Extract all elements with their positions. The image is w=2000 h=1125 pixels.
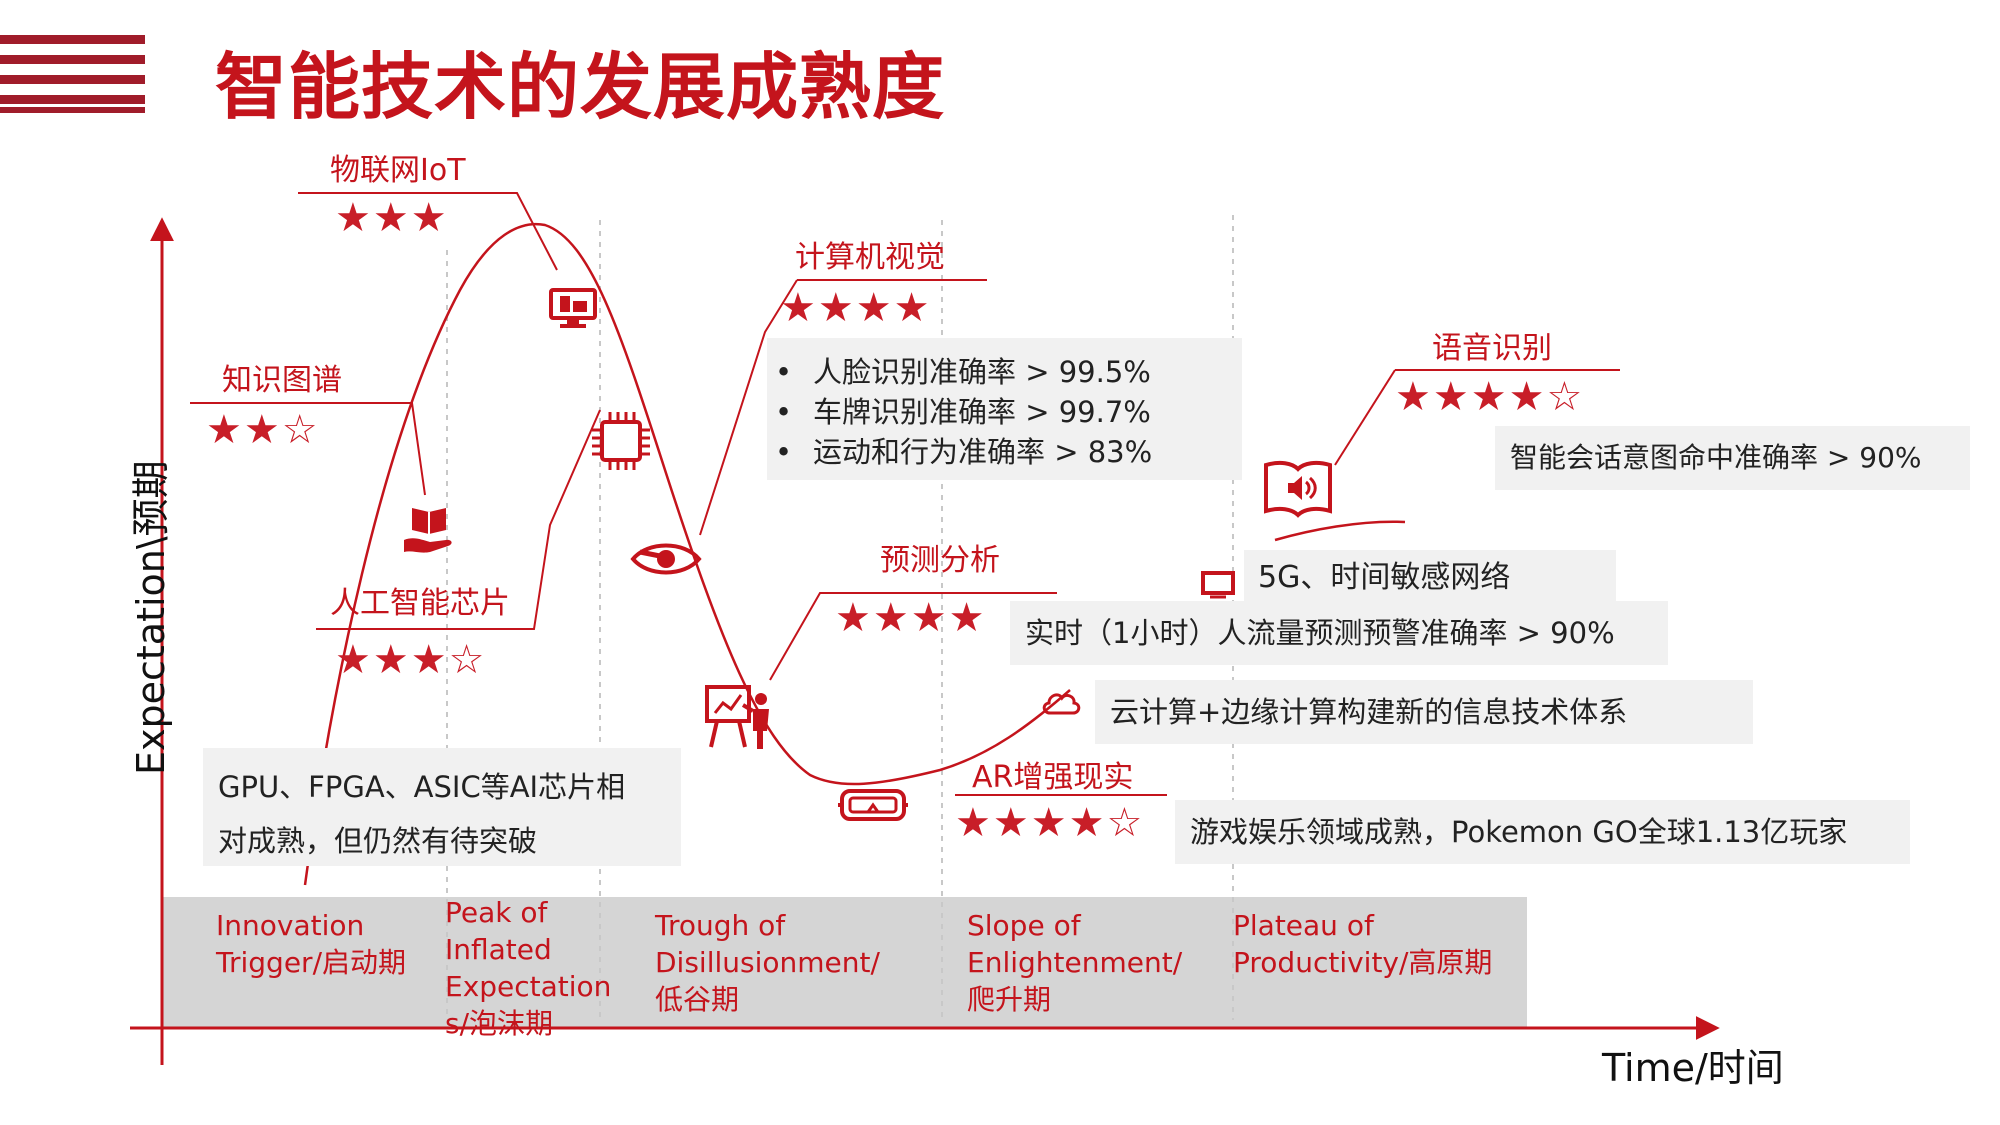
x-axis-label: Time/时间 [1602, 1046, 1784, 1090]
note-predictive: 实时（1小时）人流量预测预警准确率 > 90% [1010, 601, 1668, 665]
tech-label-ar: AR增强现实 [972, 760, 1134, 795]
stage-slope: Slope of Enlightenment/ 爬升期 [967, 909, 1183, 1016]
stage-band [162, 897, 1527, 1029]
monitor-icon [549, 288, 597, 328]
tech-label-ai-chip: 人工智能芯片 [330, 586, 510, 621]
tech-label-computer-vision: 计算机视觉 [795, 240, 945, 275]
note-cloud: 云计算+边缘计算构建新的信息技术体系 [1095, 680, 1753, 744]
screen-icon [1201, 571, 1235, 599]
header-stripe-2 [0, 55, 145, 64]
note-cv-item: 运动和行为准确率 > 83% [767, 432, 1242, 472]
rating-iot: ★★★ [335, 195, 449, 241]
rating-speech: ★★★★☆ [1395, 374, 1585, 420]
chip-icon [592, 412, 650, 470]
header-stripe-4 [0, 95, 145, 104]
stage-peak: Peak of Inflated Expectation s/泡沫期 [445, 896, 612, 1040]
note-gpu-line: GPU、FPGA、ASIC等AI芯片相 [218, 770, 626, 804]
rating-knowledge-graph: ★★☆ [206, 407, 320, 453]
tech-label-knowledge-graph: 知识图谱 [222, 363, 342, 398]
stage-plateau: Plateau of Productivity/高原期 [1233, 909, 1493, 979]
rating-predictive-analytics: ★★★★ [835, 595, 987, 641]
note-gpu-line: 对成熟，但仍然有待突破 [218, 824, 538, 858]
rating-computer-vision: ★★★★ [780, 285, 932, 331]
note-ar: 游戏娱乐领域成熟，Pokemon GO全球1.13亿玩家 [1175, 800, 1910, 864]
stage-innovation: Innovation Trigger/启动期 [216, 909, 406, 979]
tech-label-predictive-analytics: 预测分析 [880, 543, 1000, 578]
note-gpu: GPU、FPGA、ASIC等AI芯片相 对成熟，但仍然有待突破 [203, 748, 681, 866]
audio-book-icon [1264, 460, 1332, 518]
header-stripe-5 [0, 107, 145, 113]
rating-ai-chip: ★★★☆ [335, 637, 487, 683]
rating-ar: ★★★★☆ [955, 800, 1145, 846]
vr-headset-icon [838, 789, 908, 821]
tech-label-speech: 语音识别 [1432, 331, 1552, 366]
note-5g: 5G、时间敏感网络 [1244, 550, 1616, 606]
book-hand-icon [404, 508, 452, 553]
note-speech: 智能会话意图命中准确率 > 90% [1495, 426, 1970, 490]
tech-label-iot: 物联网IoT [330, 153, 466, 188]
header-stripe-1 [0, 35, 145, 44]
cloud-icon [1042, 693, 1081, 715]
note-computer-vision: 人脸识别准确率 > 99.5% 车牌识别准确率 > 99.7% 运动和行为准确率… [767, 338, 1242, 480]
stage-trough: Trough of Disillusionment/ 低谷期 [655, 909, 880, 1016]
leader-lines [190, 192, 1620, 796]
hype-curve [303, 222, 1071, 886]
plateau-curve-segment [1274, 520, 1406, 542]
note-cv-item: 车牌识别准确率 > 99.7% [767, 392, 1242, 432]
eye-icon [630, 543, 702, 575]
header-stripe-3 [0, 75, 145, 84]
note-cv-item: 人脸识别准确率 > 99.5% [767, 352, 1242, 392]
page-title: 智能技术的发展成熟度 [215, 45, 946, 129]
presentation-icon [705, 685, 769, 749]
y-axis-label: Expectation\预期 [129, 460, 173, 775]
